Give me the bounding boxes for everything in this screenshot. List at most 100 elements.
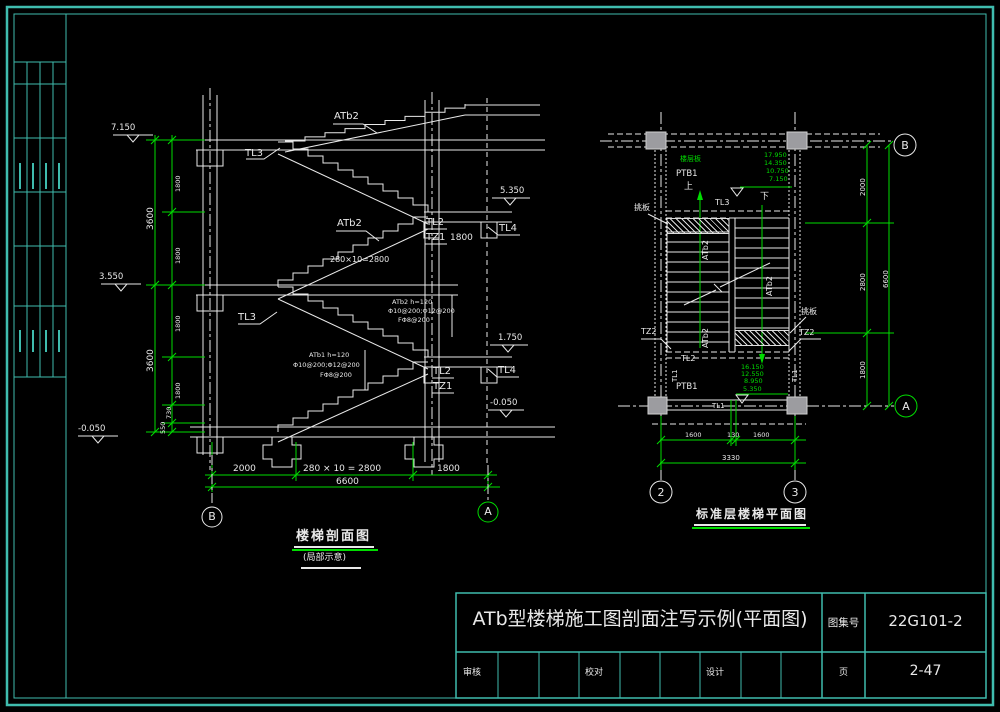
- plan-dim-2000: 2000: [859, 178, 867, 196]
- label-atb2-plan-left-top: ATb2: [701, 240, 710, 260]
- dim-half-1800-a: 1800: [174, 175, 182, 192]
- dim-bottom-1800: 1800: [437, 464, 460, 474]
- rebar-note-atb1-line2: Φ10@200;Φ12@200: [293, 361, 360, 369]
- label-tl1-bottom: TL1: [712, 402, 725, 410]
- plan-structure: [600, 112, 894, 480]
- elevation-1750: 1.750: [498, 333, 523, 343]
- plan-title: 标准层楼梯平面图: [696, 507, 809, 521]
- plan-title-green-rule: [692, 527, 810, 529]
- plan-tiaoban-hatch-left: [667, 218, 729, 234]
- design-label: 设计: [706, 668, 725, 678]
- plan-dimensions: [656, 140, 894, 470]
- label-atb2-plan-right: ATb2: [765, 276, 774, 296]
- grid-bubble-b-plan: B: [901, 139, 909, 152]
- label-tz1-upper: TZ1: [426, 232, 446, 243]
- section-structure: [78, 88, 555, 475]
- plan-elev-7150: 7.150: [769, 175, 788, 183]
- dim-bottom-total-6600: 6600: [336, 477, 359, 487]
- section-grid-bubbles: [201, 455, 499, 528]
- margin-text-mark: [58, 330, 60, 352]
- sheet-frame: [5, 5, 995, 707]
- plan-columns: [645, 131, 808, 415]
- atlas-number-value: 22G101-2: [888, 612, 963, 630]
- grid-bubble-a-plan: A: [902, 400, 910, 413]
- section-title: 楼梯剖面图: [296, 529, 372, 544]
- plan-dim-130-well: 130: [727, 431, 740, 439]
- elevation-neg0050-right: -0.050: [490, 398, 518, 408]
- label-tl2-upper: TL2: [426, 217, 445, 228]
- grid-bubble-a-section: A: [484, 505, 492, 518]
- plan-elev-5350: 5.350: [743, 385, 762, 393]
- dim-sub-550: 550: [159, 421, 167, 434]
- margin-text-mark: [58, 163, 60, 189]
- label-up: 上: [684, 182, 694, 192]
- flight-tread-note: 280×10=2800: [330, 255, 390, 264]
- grid-bubble-3: 3: [791, 486, 799, 499]
- label-tl3-upper: TL3: [245, 148, 264, 159]
- plan-elev-17950: 17.950: [764, 151, 787, 159]
- plan-elev-8950: 8.950: [744, 377, 763, 385]
- plan-title-underline: [694, 524, 806, 526]
- plan-elev-12550: 12.550: [741, 370, 764, 378]
- elevation-neg0050-left: -0.050: [78, 424, 106, 434]
- dim-story-3600-upper: 3600: [146, 207, 156, 230]
- label-tl1-right: TL1: [791, 369, 799, 382]
- margin-text-mark: [32, 163, 34, 189]
- plan-dim-total-3330: 3330: [722, 454, 740, 462]
- label-floor-slab: 楼层板: [680, 155, 701, 163]
- label-tl4-upper: TL4: [499, 223, 518, 234]
- dim-half-1800-c: 1800: [174, 315, 182, 332]
- label-down: 下: [760, 192, 770, 202]
- dim-sub-730: 730: [165, 406, 173, 419]
- margin-text-mark: [45, 163, 47, 189]
- elevation-5350: 5.350: [500, 186, 525, 196]
- label-tz1-lower: TZ1: [433, 381, 453, 392]
- rebar-note-atb2-line1: ATb2 h=120: [392, 298, 433, 306]
- margin-text-mark: [32, 330, 34, 352]
- page-label: 页: [838, 668, 848, 678]
- label-ptb1-top: PTB1: [676, 169, 698, 179]
- label-ptb1-bottom: PTB1: [676, 382, 698, 392]
- plan-dim-1800: 1800: [859, 361, 867, 379]
- margin-text-mark: [19, 163, 21, 189]
- plan-tiaoban-hatch-right: [735, 330, 789, 346]
- label-tl3-plan: TL3: [715, 198, 730, 207]
- dim-half-1800-b: 1800: [174, 247, 182, 264]
- plan-elev-14350: 14.350: [764, 159, 787, 167]
- rebar-note-atb2-line2: Φ10@200;Φ12@200: [388, 307, 455, 315]
- review-label: 审核: [463, 668, 482, 678]
- rebar-note-atb1-line1: ATb1 h=120: [309, 351, 350, 359]
- margin-text-mark: [19, 330, 21, 352]
- section-subtitle: (局部示意): [303, 553, 347, 563]
- label-atb2-mid: ATb2: [337, 218, 362, 229]
- section-title-green-rule: [292, 549, 378, 551]
- label-atb2-plan-left-bottom: ATb2: [701, 328, 710, 348]
- label-tz2-right: TZ2: [799, 328, 815, 337]
- plan-dim-1600-left: 1600: [685, 431, 702, 439]
- sheet-title: ATb型楼梯施工图剖面注写示例(平面图): [472, 608, 808, 630]
- label-tiaoban-right: 挑板: [801, 307, 817, 316]
- plan-flow-arrowheads: [697, 190, 765, 364]
- grid-bubble-b-section: B: [208, 510, 216, 523]
- plan-elev-10750: 10.750: [766, 167, 789, 175]
- plan-dim-1600-right: 1600: [753, 431, 770, 439]
- rebar-note-atb2-line3: FΦ8@200: [398, 316, 430, 324]
- label-tl3-lower: TL3: [238, 312, 257, 323]
- label-tiaoban-left: 挑板: [634, 203, 650, 212]
- section-title-underline: [294, 546, 374, 548]
- grid-bubble-2: 2: [657, 486, 665, 499]
- label-tl2-lower: TL2: [433, 366, 452, 377]
- dim-bottom-treads: 280 × 10 = 2800: [303, 464, 382, 474]
- label-atb2-top: ATb2: [334, 111, 359, 122]
- section-subtitle-underline: [301, 567, 361, 569]
- label-tl4-lower: TL4: [498, 365, 517, 376]
- plan-elev-16150: 16.150: [741, 363, 764, 371]
- dim-bottom-2000: 2000: [233, 464, 256, 474]
- dim-half-1800-d: 1800: [174, 382, 182, 399]
- plan-dim-total-6600: 6600: [882, 270, 890, 288]
- label-tl2-plan: TL2: [681, 354, 696, 363]
- page-number: 2-47: [909, 663, 942, 679]
- margin-text-mark: [45, 330, 47, 352]
